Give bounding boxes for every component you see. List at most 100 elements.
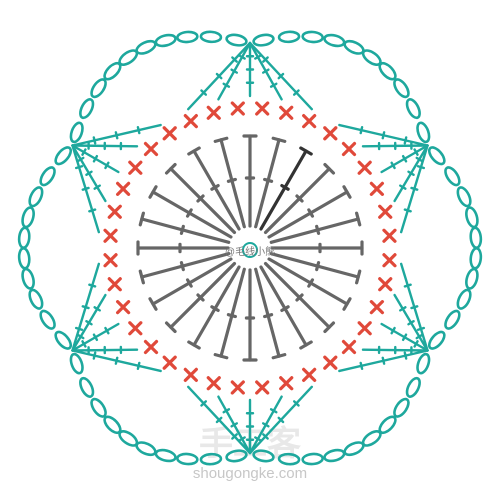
single-crochet-icon [341,141,357,157]
sc-stroke-b [116,181,131,196]
chain-loop-icon [17,146,73,350]
chain-tick [200,400,208,407]
single-crochet-icon [378,204,393,219]
double-crochet-icon [267,185,352,239]
chain-stitch [301,30,324,44]
chain-stitch [393,397,410,418]
chain-tick [416,165,426,170]
center-author-label: @毛线小熊 [225,245,275,258]
single-crochet-icon [323,126,338,141]
dc-top-bar [187,340,201,350]
chain-tick [390,326,396,335]
single-crochet-icon [369,181,384,196]
chain-stitch [176,452,199,466]
sc-stroke-b [323,355,338,370]
single-crochet-icon [279,105,294,120]
chain-tick [231,433,238,440]
sc-stroke-b [341,339,357,355]
chain-stitch [405,376,421,398]
chain-tick [292,89,300,96]
dc-stem [192,265,241,347]
single-crochet-icon [116,300,131,315]
single-crochet-icon [103,228,118,243]
chain-stitch [301,452,324,466]
single-crochet-icon [357,321,372,336]
double-crochet-icon [270,240,364,256]
dc-crossbar [307,208,315,218]
single-crochet-icon [255,380,270,395]
sc-stroke-b [369,300,384,315]
chain-tick [85,320,93,326]
chain-tick [81,305,90,310]
dc-crossbar [280,183,290,191]
chain-tick [410,186,419,191]
chain-loop-icon [69,352,248,466]
dc-top-bar [213,136,229,143]
dc-crossbar [185,208,193,218]
chain-tick [262,56,269,63]
dc-crossbar [179,261,185,272]
chain-tick [104,161,110,170]
single-crochet-icon [183,367,198,382]
chain-tick [277,72,285,80]
single-crochet-icon [279,376,294,391]
double-crochet-icon [254,136,287,229]
dc-crossbar [315,224,321,235]
double-crochet-icon [254,267,287,360]
chain-stitch [277,30,301,44]
chain-stitch [54,146,73,166]
chain-stitch [154,448,177,463]
chain-tick [413,340,419,348]
single-crochet-icon [183,114,198,129]
dc-stem [263,167,331,235]
chain-tick [92,136,97,145]
chain-stitch [21,267,35,290]
chain-tick [114,356,119,365]
single-crochet-icon [107,277,122,292]
dc-top-bar [299,146,313,156]
single-crochet-icon [230,101,245,116]
dc-stem [254,267,281,358]
chain-tick [359,361,364,370]
double-crochet-icon [267,257,352,311]
dc-crossbar [210,305,220,313]
dc-top-bar [138,269,145,285]
chain-stitch [469,226,483,250]
chain-tick [415,156,424,163]
chain-tick [222,408,231,414]
dc-crossbar [263,313,274,319]
chain-stitch [39,309,56,330]
chain-tick [231,56,238,63]
chain-tick [415,333,424,340]
chain-tick [76,333,85,340]
star-point [186,41,314,111]
chain-stitch [79,376,95,398]
sc-stroke-b [302,114,317,129]
dc-stem [151,190,233,239]
dc-crossbar [196,293,205,302]
chain-tick [403,351,408,360]
chain-stitch [416,352,431,375]
chain-tick [401,333,408,342]
single-crochet-icon [143,339,159,355]
chain-tick [92,351,97,360]
double-crochet-icon [148,257,233,311]
dc-stem [219,138,246,229]
chain-tick [399,306,407,312]
chain-tick [215,416,223,424]
dc-crossbar [315,261,321,272]
chain-tick [261,422,270,428]
dc-crossbar [226,177,237,183]
chain-tick [390,161,396,170]
dc-top-bar [355,211,362,227]
dc-top-bar [342,297,352,311]
sc-stroke-b [143,141,159,157]
star-point [71,262,162,373]
dc-top-bar [148,185,158,199]
chain-stitch [21,206,35,229]
chain-stitch [465,206,479,229]
double-crochet-round [136,134,364,362]
single-crochet-icon [143,141,159,157]
chain-stitch [90,397,107,418]
dc-top-bar [164,162,177,175]
